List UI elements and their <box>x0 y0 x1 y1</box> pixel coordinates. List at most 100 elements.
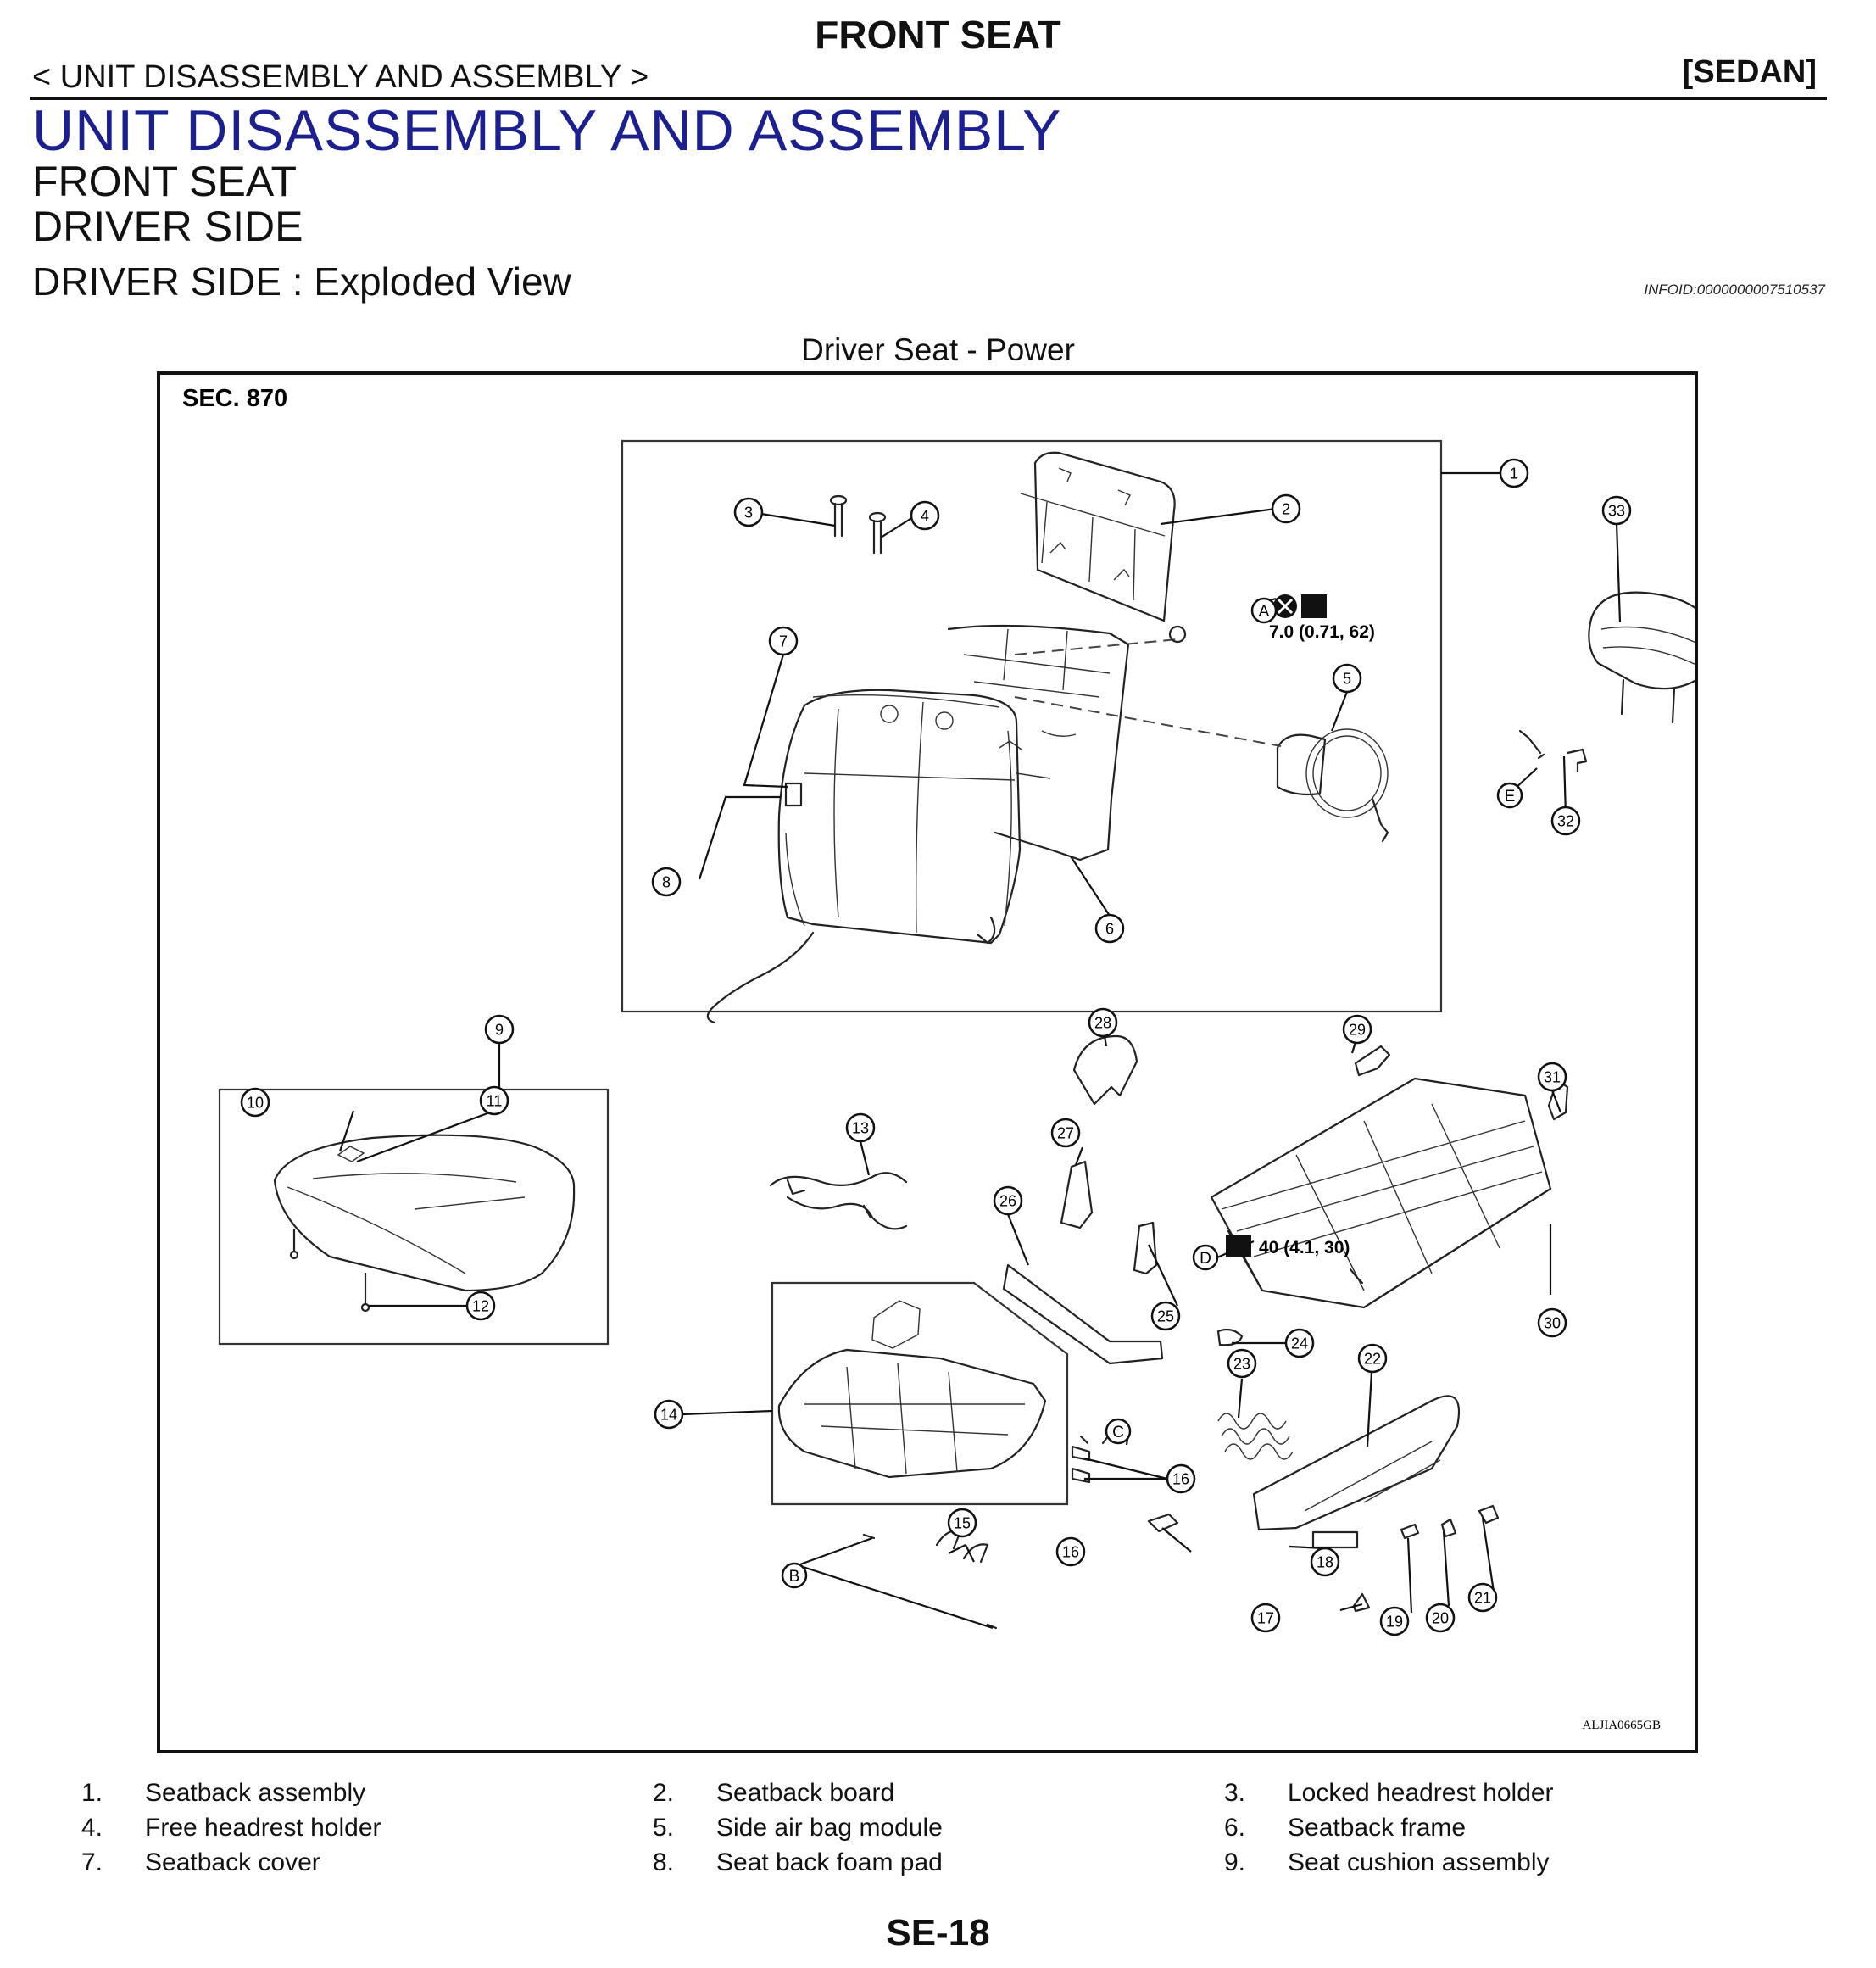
callout-2: 2 <box>1271 493 1301 524</box>
legend-number: 4. <box>81 1814 103 1842</box>
seatback-assembly-box <box>621 439 1443 1013</box>
callout-letter-b: B <box>781 1562 808 1589</box>
callout-21-label: 21 <box>1474 1589 1491 1606</box>
legend-item: 5.Side air bag module <box>653 1814 943 1848</box>
clip-17 <box>1352 1592 1371 1613</box>
torque-value-d: 40 (4.1, 30) <box>1259 1238 1350 1257</box>
legend-item: 6.Seatback frame <box>1224 1814 1554 1848</box>
callout-letter-c-label: C <box>1112 1424 1124 1441</box>
headrest <box>1588 591 1695 724</box>
callout-29-label: 29 <box>1349 1021 1366 1038</box>
callout-20-label: 20 <box>1432 1609 1449 1626</box>
callout-6: 6 <box>1094 913 1125 944</box>
callout-5-label: 5 <box>1343 670 1351 687</box>
callout-33-label: 33 <box>1608 502 1625 519</box>
callout-7: 7 <box>768 626 799 656</box>
wire-harness <box>769 1172 908 1230</box>
callout-17-label: 17 <box>1257 1609 1274 1626</box>
page-header-title: FRONT SEAT <box>815 13 1061 57</box>
callout-28-label: 28 <box>1094 1014 1111 1031</box>
breadcrumb: < UNIT DISASSEMBLY AND ASSEMBLY > <box>32 59 649 95</box>
callout-letter-a-label: A <box>1259 603 1270 621</box>
callout-15: 15 <box>947 1508 977 1538</box>
callout-12: 12 <box>465 1291 496 1321</box>
exploded-view-drawing: SEC. 870 ALJIA0665GB <box>182 385 1695 1732</box>
bracket-32 <box>1566 748 1588 773</box>
callout-18: 18 <box>1310 1547 1340 1577</box>
legend-number: 3. <box>1224 1779 1246 1807</box>
section-number: SEC. 870 <box>182 385 287 412</box>
callout-17: 17 <box>1250 1603 1281 1633</box>
seatback-board <box>1020 451 1176 622</box>
legend-item: 2. Seatback board <box>653 1779 943 1814</box>
side-finisher-detail <box>1304 1441 1441 1512</box>
legend-text: Seatback board <box>716 1779 895 1807</box>
callout-10-label: 10 <box>247 1094 264 1111</box>
callout-22-label: 22 <box>1364 1350 1381 1367</box>
legend-item: 3.Locked headrest holder <box>1224 1779 1554 1814</box>
cushion-frame-box <box>771 1281 1069 1506</box>
brackets-29-31 <box>1354 1045 1569 1121</box>
clips-15 <box>862 1530 998 1630</box>
callout-13: 13 <box>845 1112 876 1143</box>
callout-28: 28 <box>1088 1007 1118 1038</box>
subheading-front-seat: FRONT SEAT <box>32 158 298 205</box>
cushion-frame <box>777 1300 1047 1479</box>
callout-24-label: 24 <box>1291 1335 1308 1352</box>
callout-14: 14 <box>654 1399 684 1430</box>
switch-18 <box>1311 1530 1359 1549</box>
legend-text: Side air bag module <box>716 1814 943 1842</box>
callout-21: 21 <box>1467 1582 1498 1613</box>
callout-23: 23 <box>1227 1348 1257 1379</box>
callout-30-label: 30 <box>1544 1314 1561 1331</box>
callout-4: 4 <box>910 500 940 531</box>
legend-text: Seat back foam pad <box>716 1848 943 1876</box>
legend-column-3: 3.Locked headrest holder 6.Seatback fram… <box>1224 1779 1554 1883</box>
callout-letter-b-label: B <box>789 1568 800 1586</box>
figure-caption: Driver Seat - Power <box>801 332 1075 367</box>
callout-26: 26 <box>993 1185 1023 1216</box>
side-finisher-22 <box>1252 1395 1461 1531</box>
seatback-cover <box>706 689 1022 1024</box>
callout-29: 29 <box>1342 1014 1372 1045</box>
bracket-28 <box>1072 1034 1138 1106</box>
callout-letter-e: E <box>1496 782 1523 809</box>
legend-item: 1.Seatback assembly <box>81 1779 381 1814</box>
topic-heading: DRIVER SIDE : Exploded View <box>32 259 571 304</box>
section-heading: UNIT DISASSEMBLY AND ASSEMBLY <box>32 98 1062 163</box>
callout-15-label: 15 <box>954 1514 971 1531</box>
callout-1-label: 1 <box>1510 465 1518 482</box>
callout-5: 5 <box>1332 663 1362 694</box>
callout-20: 20 <box>1425 1603 1456 1633</box>
legend-item: 8. Seat back foam pad <box>653 1848 943 1883</box>
legend-number: 7. <box>81 1848 103 1876</box>
callout-letter-a: A <box>1250 597 1278 624</box>
callout-letter-d-label: D <box>1200 1250 1211 1268</box>
header-divider <box>30 97 1827 100</box>
callout-letter-c: C <box>1105 1418 1132 1445</box>
callout-19: 19 <box>1379 1606 1410 1636</box>
callout-8-label: 8 <box>662 873 671 890</box>
legend-number: 8. <box>653 1848 675 1876</box>
callout-8: 8 <box>651 867 682 897</box>
legend-column-2: 2. Seatback board 5.Side air bag module 8… <box>653 1779 943 1883</box>
clip-24 <box>1216 1328 1244 1346</box>
callout-11-label: 11 <box>487 1092 503 1109</box>
legend-text: Seatback assembly <box>145 1779 366 1807</box>
callout-26-label: 26 <box>999 1192 1016 1209</box>
subheading-driver-side: DRIVER SIDE <box>32 203 303 250</box>
info-id: INFOID:0000000007510537 <box>1644 282 1825 298</box>
brackets-25-27 <box>1060 1160 1158 1275</box>
assembly-guide-lines <box>1014 638 1282 747</box>
callout-4-label: 4 <box>921 507 929 524</box>
callout-25-label: 25 <box>1157 1307 1174 1324</box>
callout-9-label: 9 <box>495 1021 504 1038</box>
legend-item: 9.Seat cushion assembly <box>1224 1848 1554 1883</box>
seatback-frame <box>947 624 1130 861</box>
legend-number: 2. <box>653 1779 675 1807</box>
side-air-bag-module <box>1276 728 1389 843</box>
callout-33: 33 <box>1601 495 1632 526</box>
callout-31: 31 <box>1537 1062 1567 1092</box>
nut-a <box>1168 625 1187 644</box>
